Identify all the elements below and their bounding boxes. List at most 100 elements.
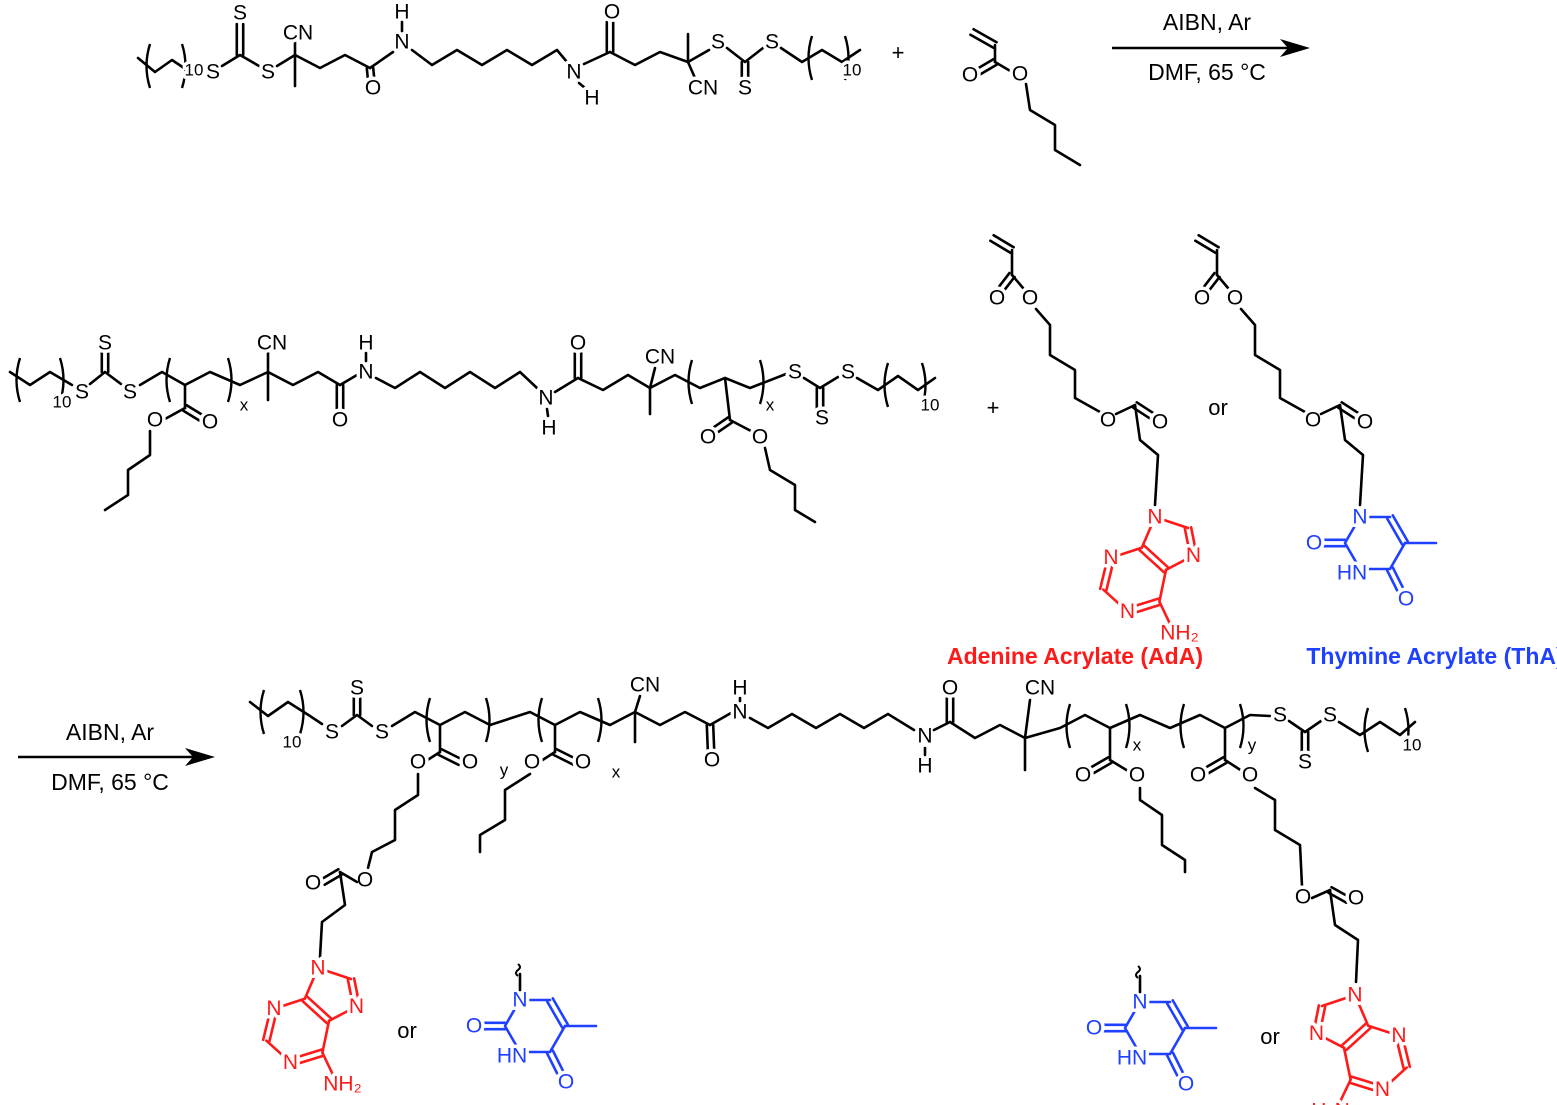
bond	[1171, 1051, 1185, 1074]
atom-label: O	[357, 869, 373, 892]
bond	[577, 81, 587, 90]
bond	[272, 997, 307, 1011]
atom-label: S	[206, 61, 220, 84]
thymine-acrylate-label: Thymine Acrylate (ThA)	[1306, 643, 1557, 669]
close-parenthesis	[180, 43, 187, 89]
open-parenthesis	[165, 357, 172, 403]
bond	[340, 713, 374, 728]
bond	[264, 1039, 292, 1064]
bond	[321, 1019, 331, 1054]
bond	[1343, 515, 1407, 571]
bond	[975, 57, 995, 71]
atom-label: O	[1242, 764, 1258, 787]
atom-label: CN	[630, 674, 660, 697]
bond	[1348, 1081, 1383, 1094]
bond	[352, 977, 361, 1008]
atom-label: O	[1194, 287, 1210, 310]
atom-label: S	[738, 77, 752, 100]
bond	[1127, 603, 1162, 616]
bond	[288, 1048, 323, 1061]
atom-label: O	[1100, 409, 1116, 432]
atom-label: H	[394, 1, 409, 24]
atom-label: N	[1186, 544, 1201, 567]
subscript-label: 10	[283, 733, 302, 752]
atom-label: N	[310, 957, 325, 980]
bond	[992, 233, 1015, 249]
bond	[576, 373, 652, 392]
bond	[1138, 548, 1166, 574]
bond	[633, 710, 712, 727]
bond	[1105, 557, 1116, 592]
bond	[1338, 403, 1365, 507]
atom-label: S	[815, 407, 829, 430]
atom-label: CN	[283, 22, 313, 45]
atom-label: N	[1120, 600, 1135, 623]
bond	[1310, 888, 1332, 900]
atom-label: S	[1273, 704, 1287, 727]
bond	[710, 416, 730, 430]
or-label: or	[397, 1018, 417, 1043]
bond	[248, 700, 324, 726]
subscript-label: 10	[843, 61, 862, 80]
bond	[1337, 1078, 1352, 1105]
atom-label: S	[1298, 751, 1312, 774]
bond	[1330, 885, 1351, 899]
bond	[551, 1049, 565, 1072]
atom-label: O	[1012, 63, 1028, 86]
atom-label: O	[989, 287, 1005, 310]
bond	[305, 995, 333, 1020]
bond	[539, 750, 557, 763]
atom-label: O	[1152, 411, 1168, 434]
atom-label: O	[1129, 764, 1145, 787]
atom-label: S	[350, 677, 364, 700]
bond	[1353, 993, 1370, 1028]
bond	[711, 723, 716, 752]
atom-label: S	[711, 31, 725, 54]
bond	[1340, 401, 1361, 415]
amino-label: NH₂	[1160, 622, 1198, 645]
atom-label: O	[1306, 532, 1322, 555]
atom-label: CN	[257, 332, 287, 355]
atom-label: O	[575, 751, 591, 774]
bond	[321, 1051, 336, 1080]
atom-label: O	[700, 426, 716, 449]
close-parenthesis	[1238, 703, 1245, 749]
open-parenthesis	[687, 359, 694, 405]
atom-label: HN	[1117, 1047, 1147, 1070]
amino-label: NH₂	[323, 1073, 361, 1096]
bond	[138, 370, 270, 387]
bond	[1203, 271, 1216, 288]
bond	[545, 1000, 564, 1029]
bond	[1165, 1002, 1184, 1031]
bond	[978, 63, 998, 77]
bond	[303, 966, 320, 1001]
bond	[998, 271, 1011, 288]
bond	[268, 1008, 279, 1043]
bond	[1140, 515, 1157, 550]
close-parenthesis	[920, 362, 927, 408]
bond	[723, 376, 732, 422]
bond	[1391, 514, 1410, 543]
bond	[266, 370, 342, 387]
bond	[318, 870, 347, 959]
bond	[1381, 1066, 1408, 1091]
open-parenthesis	[1363, 707, 1370, 753]
atom-label: O	[1398, 588, 1414, 611]
bond	[1194, 239, 1217, 255]
subscript-label: x	[1133, 736, 1142, 755]
bond	[1287, 719, 1323, 734]
atom-label: O	[962, 64, 978, 87]
atom-label: N	[349, 995, 364, 1018]
bond	[633, 694, 642, 714]
atom-label: S	[375, 721, 389, 744]
amino-label: H₂N	[1311, 1100, 1349, 1105]
bond	[424, 750, 442, 763]
atom-label: S	[325, 721, 339, 744]
atom-label: HN	[497, 1045, 527, 1068]
bond	[1203, 755, 1225, 770]
atom-label: N	[1347, 984, 1362, 1007]
